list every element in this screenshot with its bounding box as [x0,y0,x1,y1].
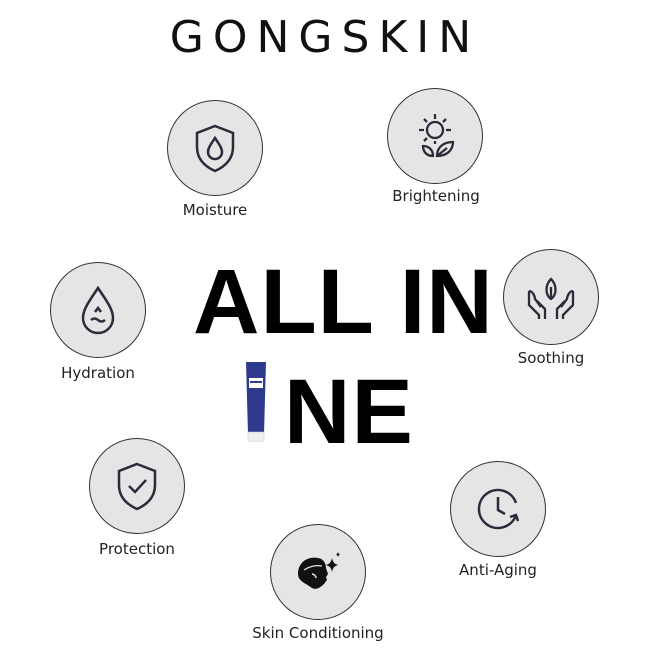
water-drop-icon [81,285,115,335]
headline-line1: ALL IN [193,251,494,353]
feature-label-skin-conditioning: Skin Conditioning [252,624,384,642]
anti-aging-circle [450,461,546,557]
moisture-circle [167,100,263,196]
brand-logo: GONGSKIN [169,12,481,63]
feature-label-soothing: Soothing [517,349,585,367]
shield-check-icon [117,462,157,511]
brightening-circle [387,88,483,184]
shield-drop-icon [195,124,235,173]
skin-conditioning-circle [270,524,366,620]
man-face-sparkle-icon [298,552,340,589]
clock-icon [477,488,520,530]
hydration-circle [50,262,146,358]
headline-line2: NE [284,361,414,463]
hands-leaf-icon [527,277,575,319]
protection-circle [89,438,185,534]
feature-label-anti-aging: Anti-Aging [459,561,537,579]
feature-label-protection: Protection [99,540,175,558]
feature-label-hydration: Hydration [61,364,135,382]
sun-leaf-icon [419,114,455,158]
soothing-circle [503,249,599,345]
product-tube-image [246,362,266,442]
feature-label-brightening: Brightening [392,187,480,205]
feature-label-moisture: Moisture [182,201,248,219]
